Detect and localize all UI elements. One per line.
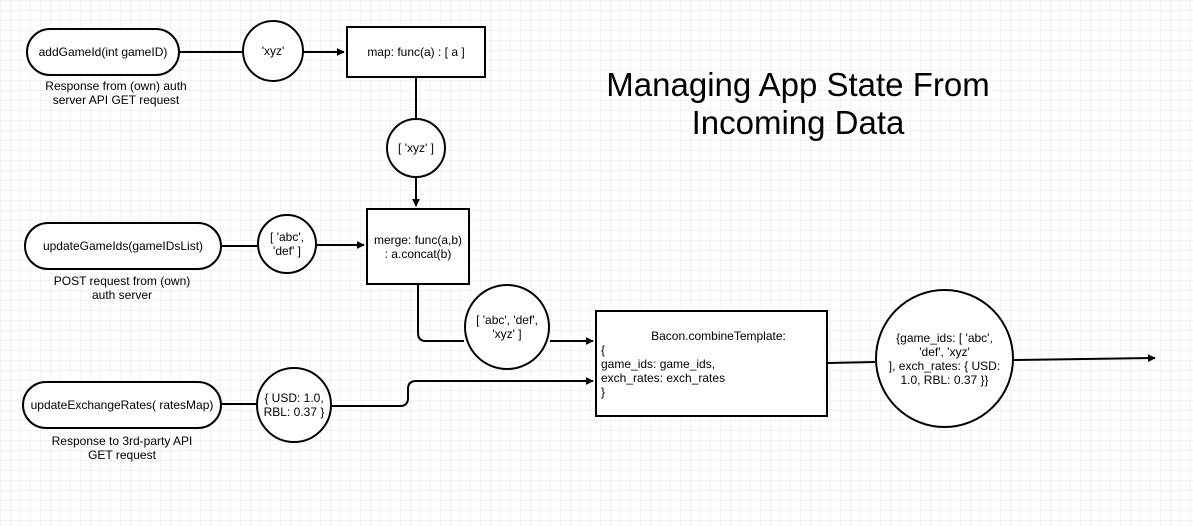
combine-template-title: Bacon.combineTemplate:: [651, 328, 786, 343]
merge-operator-label: merge: func(a,b) : a.concat(b): [373, 232, 463, 261]
update-exchange-rates-caption: Response to 3rd-party API GET request: [51, 434, 193, 462]
xyz-list-value-label: [ 'xyz' ]: [398, 141, 434, 155]
merge-operator-node: merge: func(a,b) : a.concat(b): [366, 208, 470, 285]
update-game-ids-node: updateGameIds(gameIDsList): [24, 222, 222, 270]
map-operator-label: map: func(a) : [ a ]: [367, 45, 465, 59]
add-game-id-node: addGameId(int gameID): [26, 28, 180, 76]
edge-combine-to-result: [827, 361, 876, 364]
abc-def-xyz-value-label: [ 'abc', 'def', 'xyz' ]: [476, 313, 538, 341]
abc-def-value-node: [ 'abc', 'def' ]: [257, 214, 317, 274]
xyz-list-value-node: [ 'xyz' ]: [386, 118, 446, 178]
xyz-value-label: 'xyz': [261, 44, 285, 58]
result-value-label: {game_ids: [ 'abc', 'def', 'xyz' ], exch…: [888, 330, 1001, 387]
combine-template-body: { game_ids: game_ids, exch_rates: exch_r…: [601, 342, 726, 399]
edge-result-out: [1013, 354, 1156, 363]
update-exchange-rates-node: updateExchangeRates( ratesMap): [22, 381, 222, 429]
add-game-id-label: addGameId(int gameID): [38, 45, 168, 59]
result-value-node: {game_ids: [ 'abc', 'def', 'xyz' ], exch…: [875, 289, 1014, 428]
combine-template-node: Bacon.combineTemplate: { game_ids: game_…: [595, 310, 828, 417]
abc-def-value-label: [ 'abc', 'def' ]: [270, 230, 304, 258]
rates-value-node: { USD: 1.0, RBL: 0.37 }: [256, 367, 332, 443]
xyz-value-node: 'xyz': [242, 20, 304, 82]
edge-rates-to-combine: [332, 377, 594, 407]
update-game-ids-label: updateGameIds(gameIDsList): [42, 239, 204, 253]
update-exchange-rates-label: updateExchangeRates( ratesMap): [30, 398, 214, 412]
add-game-id-caption: Response from (own) auth server API GET …: [45, 79, 187, 107]
rates-value-label: { USD: 1.0, RBL: 0.37 }: [263, 391, 325, 419]
abc-def-xyz-value-node: [ 'abc', 'def', 'xyz' ]: [464, 284, 550, 370]
update-game-ids-caption: POST request from (own) auth server: [53, 274, 191, 302]
map-operator-node: map: func(a) : [ a ]: [346, 26, 486, 78]
edge-merge-to-abcdefxyz: [417, 285, 464, 342]
diagram-title: Managing App State From Incoming Data: [606, 66, 990, 141]
